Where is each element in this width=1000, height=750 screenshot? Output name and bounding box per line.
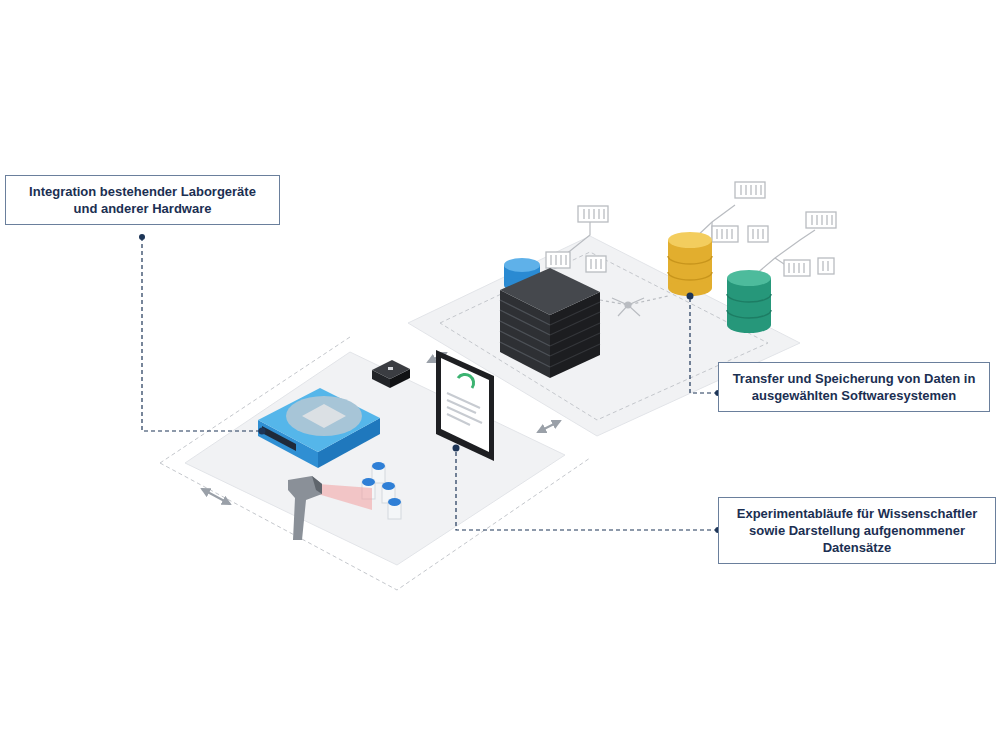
move-arrow — [202, 489, 230, 504]
lab-scale — [258, 388, 380, 468]
callout-box: Transfer und Speicherung von Daten in au… — [718, 362, 990, 412]
file-outline — [578, 206, 608, 222]
scale-display — [262, 426, 296, 451]
file-outline — [818, 258, 834, 274]
file-bars — [717, 229, 732, 239]
server-unit-lines — [500, 300, 550, 367]
data-file-icon — [712, 226, 738, 242]
callout-text: Integration bestehender Laborgeräte und … — [18, 183, 267, 217]
vial-cap — [388, 498, 401, 506]
leader-dot — [139, 234, 145, 240]
file-bars — [551, 255, 566, 265]
file-outline — [806, 212, 836, 228]
data-file-icon — [586, 256, 606, 272]
data-file-icon — [806, 212, 836, 228]
box-top-face — [372, 360, 410, 379]
callout-text: Experimentabläufe für Wissenschaftler so… — [731, 505, 983, 556]
platform-outline — [160, 458, 590, 590]
server-stack — [500, 268, 600, 378]
cylinder-bands — [727, 294, 771, 318]
progress-ring — [458, 374, 474, 388]
leader-line — [690, 296, 718, 393]
server-unit-lines — [550, 302, 600, 367]
file-bars — [584, 209, 604, 219]
data-file-icon — [578, 206, 608, 222]
tablet-screen — [441, 358, 489, 452]
file-bars — [591, 259, 601, 269]
file-bars — [753, 229, 763, 239]
network-line — [600, 296, 668, 305]
callout-text: Transfer und Speicherung von Daten in au… — [731, 370, 977, 404]
network-line — [618, 305, 640, 316]
cylinder-bottom — [727, 317, 771, 333]
vial-cap — [372, 462, 385, 470]
tablet — [436, 350, 494, 461]
leader-line — [142, 237, 262, 431]
file-bars — [789, 263, 804, 273]
file-outline — [748, 226, 768, 242]
file-bars — [812, 215, 832, 225]
vial-cap — [362, 478, 375, 486]
leader-lines — [142, 237, 718, 530]
cylinder-top — [727, 270, 771, 286]
move-arrow — [538, 421, 560, 432]
cylinder-top — [504, 258, 540, 272]
cylinder-bands — [668, 256, 712, 280]
scanner-head — [312, 476, 322, 494]
vial-cap — [382, 482, 395, 490]
scanner-body — [288, 476, 322, 540]
database-cylinder — [727, 270, 771, 333]
file-outline — [586, 256, 606, 272]
leader-dot — [453, 445, 460, 452]
callout-box: Experimentabläufe für Wissenschaftler so… — [718, 497, 996, 564]
file-bars — [823, 261, 828, 271]
file-outline — [546, 252, 570, 268]
interface-box — [372, 360, 410, 388]
network-line — [612, 298, 644, 305]
scanner-beam — [318, 484, 372, 510]
data-file-icon — [546, 252, 570, 268]
cylinder-top — [668, 232, 712, 248]
file-outline — [712, 226, 738, 242]
leader-dot — [687, 293, 694, 300]
tablet-frame — [436, 350, 494, 461]
data-file-icon — [818, 258, 834, 274]
file-outline — [735, 182, 765, 198]
leader-dots — [139, 234, 721, 533]
data-file-icon — [784, 260, 810, 276]
database-cylinder — [668, 232, 712, 296]
lab-platform — [185, 352, 565, 565]
screen-lines — [447, 393, 482, 425]
scale-pan — [302, 404, 346, 428]
leader-dot — [259, 428, 266, 435]
data-file-icon — [748, 226, 768, 242]
leader-line — [456, 448, 718, 530]
scale-top-face — [258, 388, 380, 452]
file-bars — [741, 185, 761, 195]
scale-plate — [286, 396, 362, 436]
box-mark — [388, 367, 393, 370]
barcode-scanner — [288, 476, 322, 540]
callout-box: Integration bestehender Laborgeräte und … — [5, 175, 280, 225]
data-file-icon — [735, 182, 765, 198]
file-outline — [784, 260, 810, 276]
